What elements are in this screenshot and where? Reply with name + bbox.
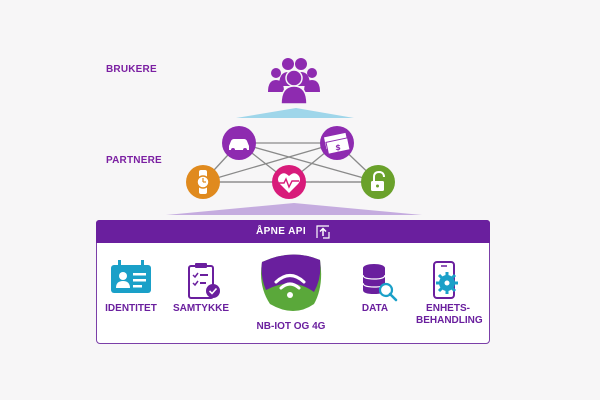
device-management-label-line1: ENHETS- xyxy=(426,303,470,314)
users-layer-label: BRUKERE xyxy=(106,64,157,75)
users-beam xyxy=(236,108,354,118)
partners-layer-label: PARTNERE xyxy=(106,155,162,166)
car-icon xyxy=(222,126,256,160)
watch-icon xyxy=(186,165,220,199)
open-api-header: ÅPNE API xyxy=(96,220,490,243)
identity-label: IDENTITET xyxy=(105,303,157,314)
upload-arrow-icon xyxy=(316,224,330,239)
network-label: NB-IOT OG 4G xyxy=(256,321,326,332)
data-label: DATA xyxy=(361,303,389,314)
heart-health-icon xyxy=(272,165,306,199)
device-management-label-line2: BEHANDLING xyxy=(416,315,483,326)
consent-label: SAMTYKKE xyxy=(172,303,230,314)
users-group-icon xyxy=(268,58,320,105)
unlock-icon xyxy=(361,165,395,199)
open-api-title: ÅPNE API xyxy=(255,226,307,237)
svg-text:$: $ xyxy=(335,143,341,152)
partners-beam xyxy=(166,203,422,215)
money-icon: $ xyxy=(320,126,354,160)
device-management-label: ENHETS- BEHANDLING xyxy=(416,303,483,327)
